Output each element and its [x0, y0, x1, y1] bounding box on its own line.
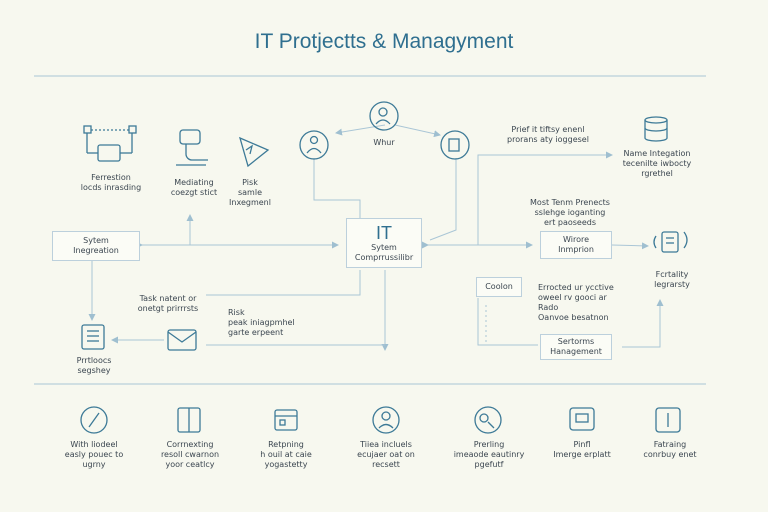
people-search-icon — [474, 406, 502, 434]
line-center-task — [206, 270, 361, 296]
person-search-icon — [369, 101, 399, 131]
arrow-user-top-right — [394, 124, 441, 138]
line-user-left-center — [313, 158, 361, 218]
signal-document-icon — [653, 231, 688, 253]
user-circle-icon — [372, 406, 400, 434]
label-whur: Whur — [373, 138, 395, 147]
network-icon — [83, 125, 137, 162]
box-coolon[interactable]: Coolon — [476, 277, 522, 297]
file-edit-icon — [655, 407, 681, 433]
database-icon — [644, 116, 668, 142]
shield-icon — [238, 136, 270, 168]
server-icon — [176, 129, 208, 166]
wrench-icon — [80, 406, 108, 434]
arrow-to-name-integration — [477, 151, 613, 245]
arrow-sertorms-fortality — [622, 299, 664, 348]
monitor-icon — [569, 407, 595, 431]
line-coolon-sertorms — [477, 298, 538, 346]
calendar-icon — [274, 409, 298, 431]
person-icon — [299, 130, 329, 160]
page-title: IT Protjectts & Managyment — [254, 30, 514, 53]
book-icon — [177, 407, 201, 433]
arrow-wirore-fortality — [611, 242, 649, 250]
line-user-right-center — [429, 158, 457, 241]
list-document-icon — [81, 324, 105, 350]
mail-icon — [167, 329, 197, 351]
arrow-user-top-left — [335, 124, 386, 136]
document-icon — [440, 130, 470, 160]
